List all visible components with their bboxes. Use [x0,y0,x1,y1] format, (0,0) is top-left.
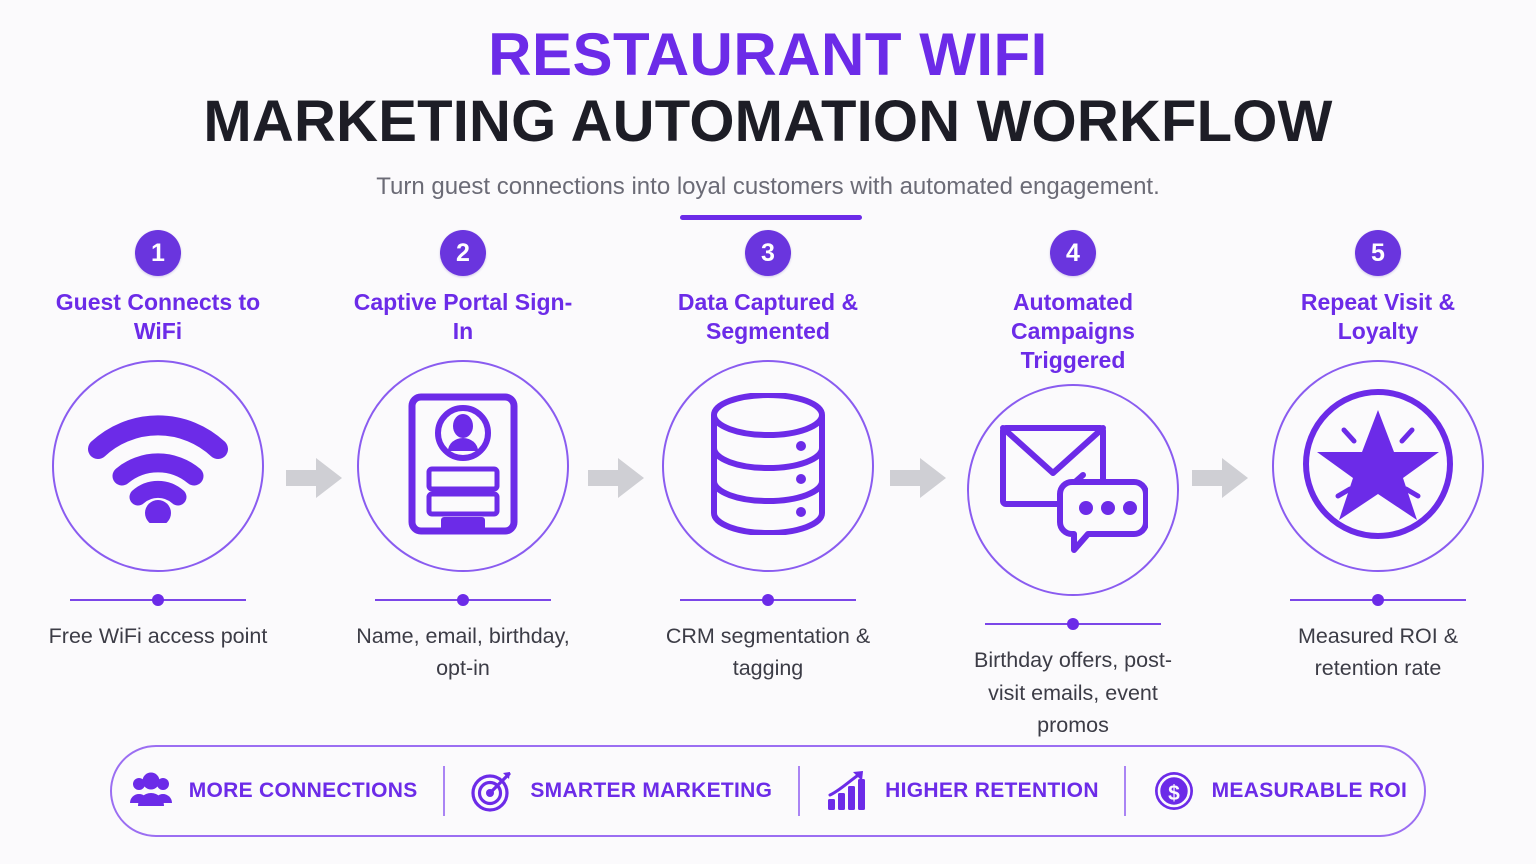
svg-text:$: $ [1168,782,1180,805]
divider-dot [457,594,469,606]
workflow-step-2: 2 Captive Portal Sign-In [347,230,579,741]
benefit-separator-2 [797,766,800,816]
wifi-signal-icon [88,405,228,528]
workflow-step-5: 5 Repeat Visit & Loyalty [1262,230,1494,741]
step-number-badge-3: 3 [745,230,791,276]
target-dart-icon [470,769,514,813]
header: Restaurant WiFi Marketing Automation Wor… [0,0,1536,201]
email-chat-icon [998,418,1149,563]
page-title-primary: Restaurant WiFi [488,21,1048,88]
divider-dot [1067,618,1079,631]
workflow-step-1: 1 Guest Connects to WiFi Free WiFi acces… [42,230,274,741]
arrow-step2-to-step3 [588,456,644,500]
step-title-4: Automated Campaigns Triggered [1011,289,1135,373]
divider-dot [762,594,774,606]
step-caption-1: Free WiFi access point [48,624,268,648]
step-caption-5: Measured ROI & retention rate [1297,624,1459,681]
accent-divider-bar [680,215,862,220]
dollar-coin-icon: $ [1152,769,1196,813]
step-title-2: Captive Portal Sign-In [353,289,573,344]
step-number-badge-1: 1 [135,230,181,276]
arrow-step1-to-step2 [286,456,342,500]
step-number-badge-5: 5 [1355,230,1401,276]
workflow-steps: 1 Guest Connects to WiFi Free WiFi acces… [0,230,1536,741]
benefit-label-more-connections: More Connections [188,779,418,802]
people-group-icon [129,769,173,813]
step-number-badge-2: 2 [440,230,486,276]
workflow-step-3: 3 Data Captured & Segmented [652,230,884,741]
benefit-more-connections: More Connections [121,769,426,813]
step-title-1: Guest Connects to WiFi [55,289,261,344]
arrow-step3-to-step4 [890,456,946,500]
step-divider-5 [1290,594,1466,606]
benefit-label-smarter-marketing: Smarter Marketing [530,779,773,802]
step-icon-circle-1 [52,360,264,572]
benefit-separator-1 [442,766,445,816]
benefit-higher-retention: Higher Retention [817,769,1107,813]
step-divider-3 [680,594,856,606]
benefit-measurable-roi: $ Measurable ROI [1144,769,1416,813]
step-divider-2 [375,594,551,606]
benefits-bar: More Connections Smarter Marketing [110,745,1426,837]
benefit-smarter-marketing: Smarter Marketing [462,769,780,813]
workflow-step-4: 4 Automated Campaigns Triggered [957,230,1189,741]
bar-chart-growth-icon [825,769,869,813]
step-title-5: Repeat Visit & Loyalty [1300,289,1456,344]
step-caption-2: Name, email, birthday, opt-in [356,624,570,681]
benefit-label-higher-retention: Higher Retention [885,779,1099,802]
arrow-step4-to-step5 [1192,456,1248,500]
divider-dot [1372,594,1384,606]
step-number-badge-4: 4 [1050,230,1096,276]
divider-dot [152,594,164,606]
step-caption-4: Birthday offers, post-visit emails, even… [974,648,1172,737]
page-subtitle: Turn guest connections into loyal custom… [376,172,1160,200]
step-icon-circle-4 [967,384,1179,597]
signin-form-icon [408,393,518,540]
benefit-label-measurable-roi: Measurable ROI [1211,779,1408,802]
page-title-secondary: Marketing Automation Workflow [203,89,1333,155]
benefit-separator-3 [1124,766,1127,816]
step-divider-4 [985,618,1161,631]
step-icon-circle-2 [357,360,569,572]
step-divider-1 [70,594,246,606]
database-icon [704,391,832,540]
step-icon-circle-5 [1272,360,1484,572]
step-caption-3: CRM segmentation & tagging [665,624,871,681]
step-icon-circle-3 [662,360,874,572]
step-title-3: Data Captured & Segmented [677,289,859,344]
star-loyalty-icon [1298,384,1458,549]
